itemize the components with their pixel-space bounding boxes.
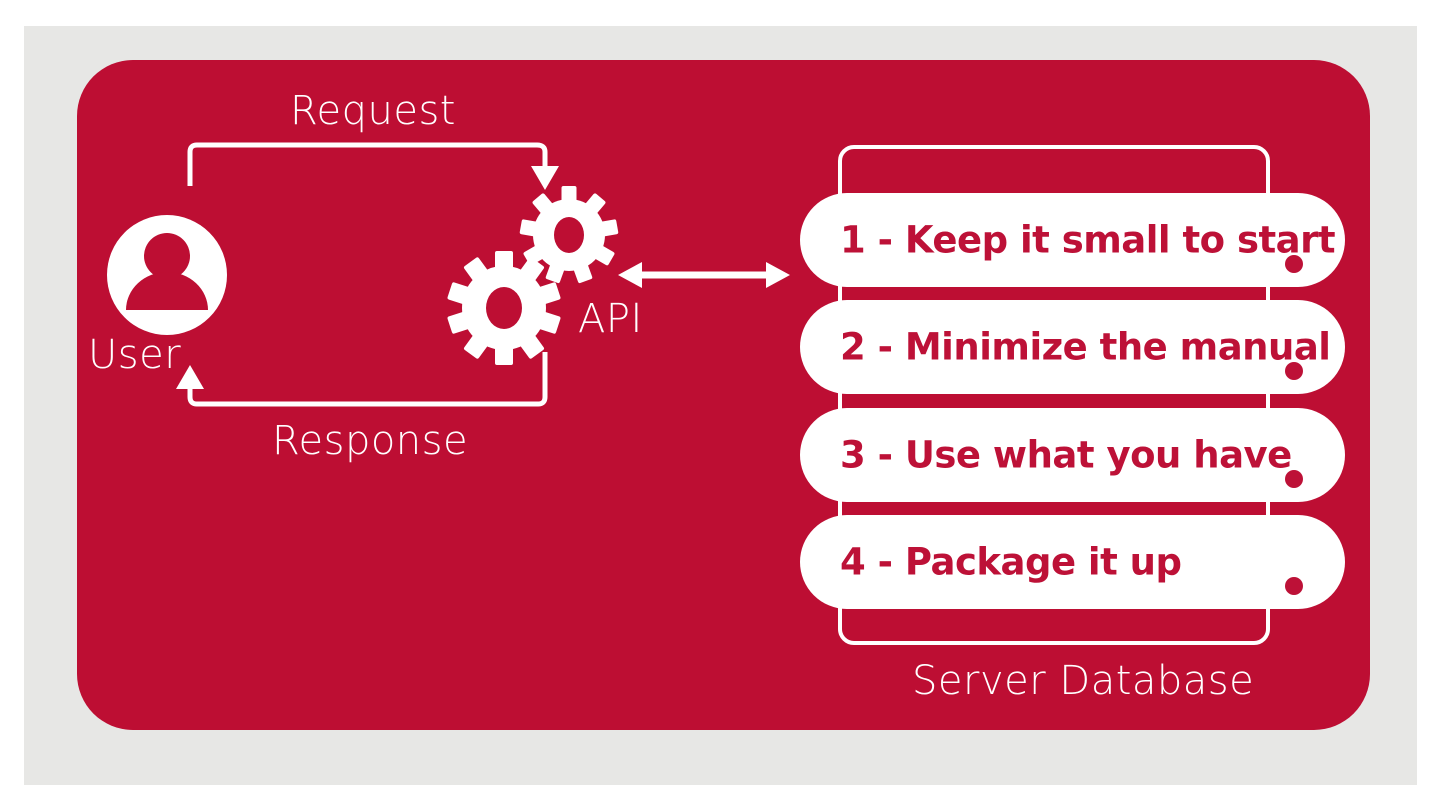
status-dot-icon xyxy=(1285,577,1303,595)
status-dot-icon xyxy=(1285,470,1303,488)
list-item[interactable]: 4 - Package it up xyxy=(800,515,1345,609)
response-label: Response xyxy=(272,418,469,464)
server-database-frame xyxy=(838,145,1270,645)
request-label: Request xyxy=(290,88,456,134)
list-item[interactable]: 1 - Keep it small to start xyxy=(800,193,1345,287)
status-dot-icon xyxy=(1285,362,1303,380)
list-item-label: 1 - Keep it small to start xyxy=(840,218,1336,262)
list-item-label: 4 - Package it up xyxy=(840,540,1182,584)
list-item-label: 2 - Minimize the manual xyxy=(840,325,1331,369)
user-label: User xyxy=(88,332,182,378)
server-database-list: 1 - Keep it small to start 2 - Minimize … xyxy=(800,193,1345,613)
server-database-label: Server Database xyxy=(912,658,1255,704)
list-item[interactable]: 3 - Use what you have xyxy=(800,408,1345,502)
status-dot-icon xyxy=(1285,255,1303,273)
list-item-label: 3 - Use what you have xyxy=(840,433,1292,477)
list-item[interactable]: 2 - Minimize the manual xyxy=(800,300,1345,394)
api-label: API xyxy=(578,296,643,342)
